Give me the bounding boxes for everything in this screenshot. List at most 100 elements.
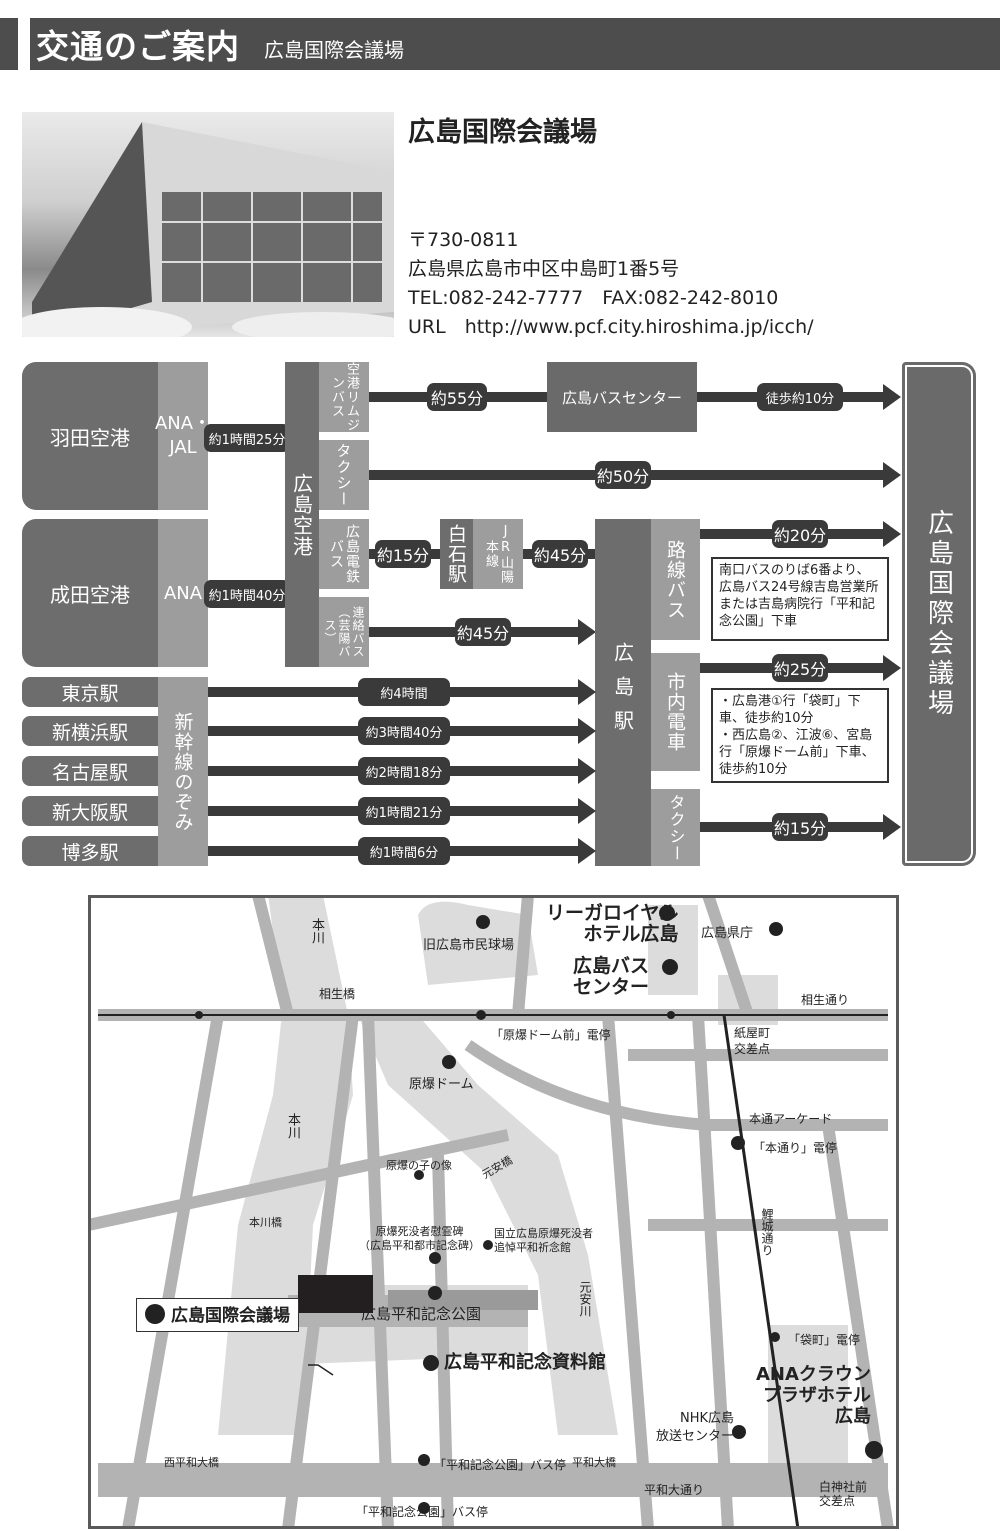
map-label: 広島県庁: [701, 926, 754, 941]
shinkansen-time-4: 約1時間6分: [358, 837, 450, 865]
streetcar-note: ・広島港①行「袋町」下車、徒歩約10分 ・西広島②、江波⑥、宮島行「原爆ドーム前…: [711, 688, 889, 783]
route-bus: 路線バス: [651, 519, 700, 640]
map-label: 本川: [285, 1113, 300, 1139]
station-1: 新横浜駅: [22, 716, 158, 746]
arrow-icon: [883, 814, 901, 840]
arrow-icon: [883, 384, 901, 410]
map-label: 原爆の子の像: [386, 1159, 452, 1172]
map-label: NHK広島 放送センター: [656, 1411, 735, 1444]
destination-icch: 広島国際会議場: [902, 362, 976, 866]
page-title: 交通のご案内: [36, 27, 240, 66]
map-label: 相生橋: [319, 987, 356, 1001]
map-label: 本川橋: [249, 1216, 282, 1229]
route-bus-time: 約20分: [772, 520, 828, 548]
station-taxi: タクシー: [651, 789, 700, 866]
haneda-airport: 羽田空港: [22, 362, 158, 510]
venue-postal: 〒730-0811: [408, 229, 519, 251]
narita-airport: 成田空港: [22, 519, 158, 667]
hiroshima-airport: 広島空港: [285, 362, 319, 667]
map-label: 平和大通り: [644, 1483, 705, 1497]
map-label-ana-crowne: ANAクラウン プラザホテル 広島: [756, 1364, 871, 1427]
station-taxi-time: 約15分: [772, 813, 828, 841]
arrow-icon: [578, 679, 596, 705]
building-image: [22, 122, 394, 337]
venue-address: 広島県広島市中区中島町1番5号: [408, 258, 680, 280]
streetcar-time: 約25分: [772, 654, 828, 682]
shinkansen-time-1: 約3時間40分: [358, 717, 450, 745]
map-label: 西平和大橋: [164, 1456, 219, 1469]
venue-url[interactable]: URL http://www.pcf.city.hiroshima.jp/icc…: [408, 316, 814, 338]
map-label: 原爆ドーム: [409, 1077, 474, 1092]
icch-callout: 広島国際会議場: [136, 1298, 299, 1332]
walk-time: 徒歩約10分: [757, 383, 843, 411]
map-label: 元安川: [578, 1281, 592, 1317]
station-4: 博多駅: [22, 836, 158, 866]
map-label: 相生通り: [801, 993, 850, 1007]
shinkansen-time-3: 約1時間21分: [358, 797, 450, 825]
airport-taxi-time: 約50分: [595, 461, 651, 489]
dentetsu-time: 約15分: [375, 540, 431, 568]
dentetsu-bus: 広島電鉄バス: [319, 519, 369, 589]
station-2: 名古屋駅: [22, 756, 158, 786]
streetcar-note-2: ・西広島②、江波⑥、宮島行「原爆ドーム前」下車、徒歩約10分: [719, 728, 875, 777]
route-bus-note: 南口バスのりば6番より、広島バス24号線吉島営業所または吉島病院行「平和記念公園…: [711, 557, 889, 641]
renraku-bus: 連絡バス（芸陽バス）: [319, 597, 369, 667]
hiroshima-station: 広島駅: [595, 519, 651, 866]
narita-flight-time: 約1時間40分: [204, 580, 290, 608]
arrow-icon: [578, 838, 596, 864]
arrow-icon: [883, 655, 901, 681]
arrow-icon: [578, 798, 596, 824]
map-label: 「原爆ドーム前」電停: [491, 1028, 611, 1042]
shinkansen-nozomi: 新幹線のぞみ: [158, 677, 208, 866]
arrow-icon: [578, 718, 596, 744]
limousine-time: 約55分: [427, 383, 487, 411]
map-label: 本通アーケード: [749, 1112, 833, 1126]
map-label: 「平和記念公園」バス停: [434, 1458, 567, 1472]
airport-taxi: タクシー: [319, 440, 369, 510]
map-label: 広島平和記念公園: [361, 1305, 482, 1323]
narita-airline: ANA: [158, 519, 208, 667]
renraku-time: 約45分: [455, 618, 511, 646]
map-label-rihga: リーガロイヤル ホテル広島: [546, 902, 679, 945]
shiraichi-station: 白石駅: [440, 519, 473, 589]
station-3: 新大阪駅: [22, 796, 158, 826]
map-label: 原爆死没者慰霊碑 （広島平和都市記念碑）: [359, 1225, 480, 1252]
map-label-museum: 広島平和記念資料館: [444, 1352, 606, 1373]
map-label: 鯉城通り: [760, 1208, 774, 1256]
page-subtitle: 広島国際会議場: [264, 37, 404, 62]
shinkansen-time-0: 約4時間: [358, 678, 450, 706]
jr-time: 約45分: [532, 540, 588, 568]
map-label: 紙屋町 交差点: [734, 1026, 771, 1056]
map-label: 「平和記念公園」バス停: [356, 1505, 489, 1519]
map-label: 国立広島原爆死没者 追悼平和祈念館: [494, 1227, 593, 1254]
header-bar: 交通のご案内 広島国際会議場: [30, 18, 1000, 70]
bus-center: 広島バスセンター: [547, 362, 697, 432]
map-graphic: [91, 898, 894, 1526]
map-label: 白神社前 交差点: [819, 1480, 868, 1508]
map-label-icch: 広島国際会議場: [171, 1306, 290, 1326]
haneda-airline: ANA・JAL: [155, 362, 211, 510]
venue-photo: [22, 112, 394, 337]
arrow-icon: [578, 758, 596, 784]
limousine-bus: 空港リムジンバス: [319, 362, 369, 432]
shinkansen-time-2: 約2時間18分: [358, 757, 450, 785]
map-label: 「袋町」電停: [788, 1333, 861, 1347]
venue-name: 広島国際会議場: [408, 117, 597, 148]
streetcar-note-1: ・広島港①行「袋町」下車、徒歩約10分: [719, 694, 861, 726]
arrow-icon: [883, 462, 901, 488]
map-label: 「本通り」電停: [753, 1141, 838, 1155]
arrow-icon: [578, 619, 596, 645]
arrow-icon: [883, 521, 901, 547]
map-label-bus-center: 広島バス センター: [573, 955, 650, 998]
streetcar: 市内電車: [651, 653, 700, 771]
area-map: 本川 相生橋 旧広島市民球場 リーガロイヤル ホテル広島 広島県庁 広島バス セ…: [88, 895, 899, 1529]
station-0: 東京駅: [22, 677, 158, 707]
venue-tel-fax: TEL:082-242-7777 FAX:082-242-8010: [408, 287, 779, 309]
haneda-flight-time: 約1時間25分: [204, 424, 290, 452]
header-accent: [0, 18, 18, 70]
map-label: 平和大橋: [572, 1456, 616, 1469]
jr-sanyo-line: JR山陽本線: [473, 519, 523, 589]
map-label: 旧広島市民球場: [423, 938, 515, 953]
map-label: 本川: [309, 918, 324, 944]
icch-logo-icon: [145, 1304, 165, 1324]
